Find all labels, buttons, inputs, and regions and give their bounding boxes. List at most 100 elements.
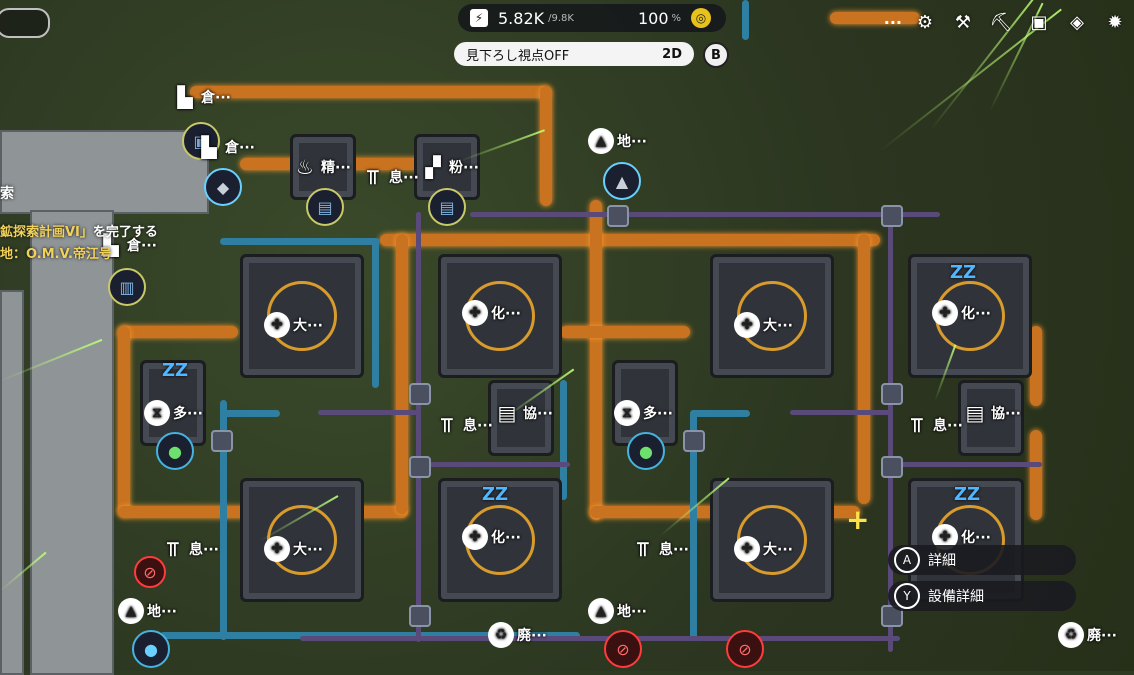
percent-value: 100 xyxy=(637,8,669,28)
details-action[interactable]: A 詳細 xyxy=(888,545,1076,575)
chem-machine-label[interactable]: ✤化··· xyxy=(462,524,521,550)
conveyor-belt xyxy=(858,234,870,504)
rail-junction[interactable] xyxy=(409,456,431,478)
refiner-label[interactable]: ♨精··· xyxy=(292,154,351,180)
multi-machine-label[interactable]: ⧖多··· xyxy=(614,400,673,426)
rail-junction[interactable] xyxy=(881,456,903,478)
land-label[interactable]: ▲地··· xyxy=(588,128,647,154)
drill-icon: ▲ xyxy=(118,598,144,624)
large-machine[interactable] xyxy=(710,254,834,378)
rest-label[interactable]: ⫪息··· xyxy=(360,164,419,190)
drill-icon: ▲ xyxy=(588,128,614,154)
a-button-icon: A xyxy=(894,547,920,573)
crate-icon[interactable]: ▣ xyxy=(1030,11,1048,33)
quest-objective[interactable]: 鉱探索計画VI」を完了する 地：O.M.V.帝江号 xyxy=(0,222,158,266)
fan-icon: ✤ xyxy=(264,536,290,562)
blocked-icon[interactable]: ⊘ xyxy=(134,556,166,588)
gem-icon[interactable]: ◈ xyxy=(1070,11,1084,33)
build-cursor: + xyxy=(846,503,870,536)
rest-label[interactable]: ⫪息··· xyxy=(904,412,963,438)
fluid-badge[interactable]: ● xyxy=(132,630,170,668)
land-label[interactable]: ▲地··· xyxy=(588,598,647,624)
land-label[interactable]: ▲地··· xyxy=(118,598,177,624)
conveyor-belt xyxy=(380,234,880,246)
scrap-label[interactable]: ♻廃··· xyxy=(1058,622,1117,648)
gear-icon[interactable]: ✹ xyxy=(1107,11,1123,33)
rail-junction[interactable] xyxy=(683,430,705,452)
chem-machine-label[interactable]: ✤化··· xyxy=(932,300,991,326)
rest-label[interactable]: ⫪息··· xyxy=(630,536,689,562)
view-mode: 2D xyxy=(662,46,682,62)
scrap-label[interactable]: ♻廃··· xyxy=(488,622,547,648)
fluid-pipe xyxy=(220,238,380,245)
conveyor-belt xyxy=(560,326,690,338)
sleep-indicator-icon: ZZ xyxy=(950,262,977,283)
power-rail xyxy=(420,462,570,467)
rest-label[interactable]: ⫪息··· xyxy=(160,536,219,562)
top-right-toolbar: ··· ⚙ ⚒ ⛏ ▣ ◈ ✹ xyxy=(884,4,1134,40)
blocked-icon[interactable]: ⊘ xyxy=(604,630,642,668)
pylon-icon: ⫪ xyxy=(441,413,453,437)
b-button[interactable]: B xyxy=(703,42,729,68)
more-icon[interactable]: ··· xyxy=(883,12,902,32)
rail-junction[interactable] xyxy=(881,205,903,227)
facility-details-action[interactable]: Y 設備詳細 xyxy=(888,581,1076,611)
fan-icon: ✤ xyxy=(734,536,760,562)
flame-icon: ♨ xyxy=(296,155,314,179)
pickaxe-icon[interactable]: ⛏ xyxy=(989,11,1013,33)
coop-machine[interactable] xyxy=(488,380,554,456)
large-machine-label[interactable]: ✤大··· xyxy=(264,536,323,562)
drill-icon: ▲ xyxy=(588,598,614,624)
document-icon: ▤ xyxy=(965,401,985,425)
storage-icon: ▙ xyxy=(103,233,119,257)
item-badge[interactable]: ▤ xyxy=(428,188,466,226)
quest-suffix: を完了する xyxy=(92,225,158,240)
fluid-badge[interactable]: ● xyxy=(156,432,194,470)
chem-machine[interactable] xyxy=(908,254,1032,378)
power-value: 5.82K xyxy=(498,8,545,28)
chem-machine[interactable] xyxy=(438,478,562,602)
storage-icon: ▙ xyxy=(177,85,193,109)
document-icon: ▤ xyxy=(497,401,517,425)
rail-junction[interactable] xyxy=(607,205,629,227)
large-machine-label[interactable]: ✤大··· xyxy=(734,536,793,562)
rail-junction[interactable] xyxy=(211,430,233,452)
large-machine-label[interactable]: ✤大··· xyxy=(264,312,323,338)
fluid-pipe xyxy=(560,380,567,500)
item-badge[interactable]: ▥ xyxy=(108,268,146,306)
coop-label[interactable]: ▤協··· xyxy=(962,400,1021,426)
large-machine[interactable] xyxy=(710,478,834,602)
large-machine[interactable] xyxy=(240,254,364,378)
fluid-badge[interactable]: ● xyxy=(627,432,665,470)
multi-machine-label[interactable]: ⧖多··· xyxy=(144,400,203,426)
menu-button[interactable] xyxy=(0,8,50,38)
rail-junction[interactable] xyxy=(409,383,431,405)
chem-machine-label[interactable]: ✤化··· xyxy=(462,300,521,326)
coop-machine[interactable] xyxy=(958,380,1024,456)
blocked-icon[interactable]: ⊘ xyxy=(726,630,764,668)
storage-label[interactable]: ▙倉··· xyxy=(172,84,231,110)
item-badge[interactable]: ▤ xyxy=(306,188,344,226)
quest-title: 鉱探索計画VI」 xyxy=(0,225,93,240)
storage-label[interactable]: ▙倉··· xyxy=(196,134,255,160)
y-button-icon: Y xyxy=(894,583,920,609)
item-badge[interactable]: ◆ xyxy=(204,168,242,206)
details-label: 詳細 xyxy=(928,553,956,569)
large-machine-label[interactable]: ✤大··· xyxy=(734,312,793,338)
rail-junction[interactable] xyxy=(409,605,431,627)
crusher-label[interactable]: ▞粉··· xyxy=(420,154,479,180)
conveyor-belt xyxy=(1030,430,1042,520)
crusher-icon: ▞ xyxy=(425,155,441,179)
item-badge[interactable]: ▣ xyxy=(182,122,220,160)
item-badge[interactable]: ▲ xyxy=(603,162,641,200)
large-machine[interactable] xyxy=(240,478,364,602)
view-toggle-button[interactable]: 見下ろし視点OFF 2D xyxy=(454,42,694,66)
chem-machine[interactable] xyxy=(438,254,562,378)
wrench-icon[interactable]: ⚙ xyxy=(916,11,934,33)
storage-label[interactable]: ▙倉··· xyxy=(98,232,157,258)
rest-label[interactable]: ⫪息··· xyxy=(434,412,493,438)
tools-icon[interactable]: ⚒ xyxy=(954,11,972,33)
rail-junction[interactable] xyxy=(881,383,903,405)
fan-icon: ✤ xyxy=(932,300,958,326)
coop-label[interactable]: ▤協··· xyxy=(494,400,553,426)
